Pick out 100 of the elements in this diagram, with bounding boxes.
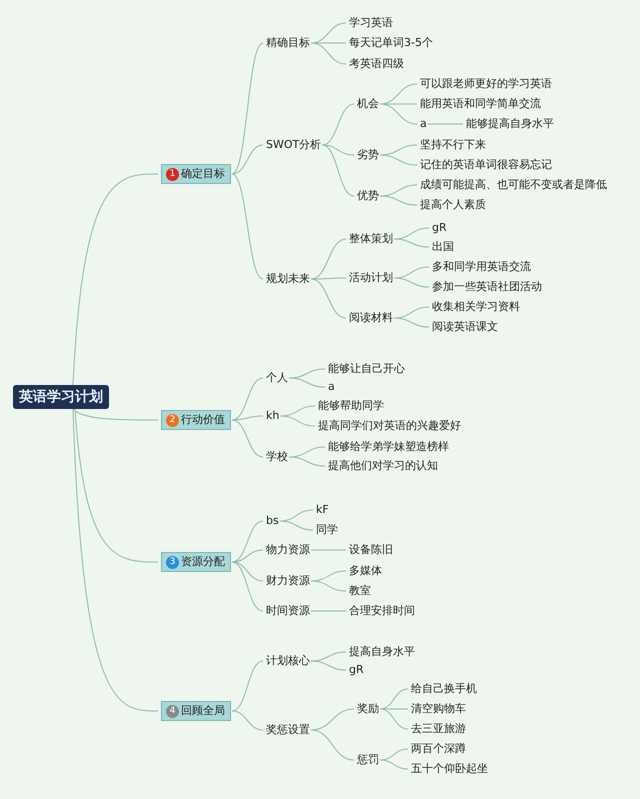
branch-label: 阅读材料 xyxy=(349,311,393,325)
connector-line xyxy=(394,238,430,248)
branch-label: 能够帮助同学 xyxy=(318,399,384,413)
connector-line xyxy=(310,278,346,318)
connector-line xyxy=(380,688,408,710)
connector-line xyxy=(280,416,316,426)
branch-label: gR xyxy=(349,663,364,677)
connector-line xyxy=(72,408,158,420)
branch-label: 奖励 xyxy=(357,702,379,716)
connector-line xyxy=(232,144,264,174)
branch-label: 清空购物车 xyxy=(411,702,466,716)
connector-line xyxy=(380,748,408,760)
connector-line xyxy=(232,520,264,562)
topic-label: 资源分配 xyxy=(181,555,225,569)
branch-label: gR xyxy=(432,221,447,235)
branch-label: 两百个深蹲 xyxy=(411,742,466,756)
branch-label: 财力资源 xyxy=(266,574,310,588)
branch-label: 多和同学用英语交流 xyxy=(432,260,531,274)
connector-line xyxy=(310,580,346,592)
connector-line xyxy=(310,238,346,280)
branch-label: 能够给学弟学妹塑造榜样 xyxy=(328,440,449,454)
connector-line xyxy=(322,104,354,146)
branch-label: 惩罚 xyxy=(357,753,379,767)
connector-line xyxy=(72,174,158,386)
number-badge: 1 xyxy=(166,168,179,180)
number-badge: 4 xyxy=(166,704,179,718)
connector-line xyxy=(310,278,346,280)
branch-label: 劣势 xyxy=(357,148,379,162)
connector-line xyxy=(232,660,264,712)
branch-label: 学习英语 xyxy=(349,16,393,30)
connector-line xyxy=(380,708,408,710)
connector-line xyxy=(380,760,408,770)
branch-label: 设备陈旧 xyxy=(349,543,393,557)
branch-label: 阅读英语课文 xyxy=(432,320,498,334)
branch-label: a xyxy=(328,380,335,394)
connector-line xyxy=(310,42,346,64)
connector-line xyxy=(72,408,158,712)
branch-label: kh xyxy=(266,409,280,423)
branch-label: 五十个仰卧起坐 xyxy=(411,762,488,776)
branch-label: 规划未来 xyxy=(266,272,310,286)
connector-line xyxy=(380,708,408,730)
branch-label: 学校 xyxy=(266,450,288,464)
branch-label: 能够让自己开心 xyxy=(328,362,405,376)
connector-line xyxy=(232,710,264,730)
topic-label: 行动价值 xyxy=(181,413,225,427)
connector-line xyxy=(310,660,346,670)
connector-line xyxy=(380,154,418,166)
connector-line xyxy=(232,174,264,280)
connector-line xyxy=(380,196,418,206)
root-box: 英语学习计划 xyxy=(13,385,109,409)
connector-line xyxy=(232,420,264,458)
branch-label: 能用英语和同学简单交流 xyxy=(420,97,541,111)
branch-label: 多媒体 xyxy=(349,564,382,578)
branch-label: 成绩可能提高、也可能不变或者是降低 xyxy=(420,178,607,192)
connector-line xyxy=(322,144,354,156)
branch-label: 坚持不行下来 xyxy=(420,138,486,152)
topic-box xyxy=(161,410,231,430)
number-badge: 2 xyxy=(166,414,179,426)
branch-label: 给自己换手机 xyxy=(411,682,477,696)
connector-line xyxy=(394,278,430,288)
topic-box xyxy=(161,701,231,721)
number-badge: 3 xyxy=(166,556,179,568)
branch-label: 奖惩设置 xyxy=(266,723,310,737)
branch-label: 提高个人素质 xyxy=(420,198,486,212)
branch-label: 收集相关学习资料 xyxy=(432,300,520,314)
branch-label: 出国 xyxy=(432,240,454,254)
branch-label: 机会 xyxy=(357,97,379,111)
connector-line xyxy=(74,408,158,562)
branch-label: 精确目标 xyxy=(266,36,310,50)
branch-label: bs xyxy=(266,514,279,528)
connector-line xyxy=(232,562,264,582)
connector-line xyxy=(232,562,264,612)
branch-label: 计划核心 xyxy=(266,654,310,668)
connector-line xyxy=(394,318,430,328)
branch-label: 整体策划 xyxy=(349,232,393,246)
branch-label: 可以跟老师更好的学习英语 xyxy=(420,77,552,91)
branch-label: 记住的英语单词很容易忘记 xyxy=(420,158,552,172)
branch-label: 合理安排时间 xyxy=(349,604,415,618)
connector-line xyxy=(380,104,418,124)
connector-line xyxy=(322,144,354,196)
branch-label: 时间资源 xyxy=(266,604,310,618)
branch-label: 活动计划 xyxy=(349,271,393,285)
connector-line xyxy=(310,730,354,760)
connector-line xyxy=(288,456,326,466)
branch-label: 去三亚旅游 xyxy=(411,722,466,736)
topic-box xyxy=(161,164,231,184)
branch-label: 能够提高自身水平 xyxy=(466,117,554,131)
topic-label: 回顾全局 xyxy=(181,704,225,718)
branch-label: 提高同学们对英语的兴趣爱好 xyxy=(318,419,461,433)
branch-label: 参加一些英语社团活动 xyxy=(432,280,542,294)
branch-label: 提高自身水平 xyxy=(349,645,415,659)
branch-label: 教室 xyxy=(349,584,371,598)
branch-label: 个人 xyxy=(266,371,288,385)
branch-label: a xyxy=(420,117,427,131)
branch-label: 优势 xyxy=(357,189,379,203)
branch-label: kF xyxy=(316,503,329,517)
connector-line xyxy=(279,520,314,530)
branch-label: SWOT分析 xyxy=(266,138,322,152)
branch-label: 同学 xyxy=(316,523,338,537)
connector-line xyxy=(310,610,346,612)
